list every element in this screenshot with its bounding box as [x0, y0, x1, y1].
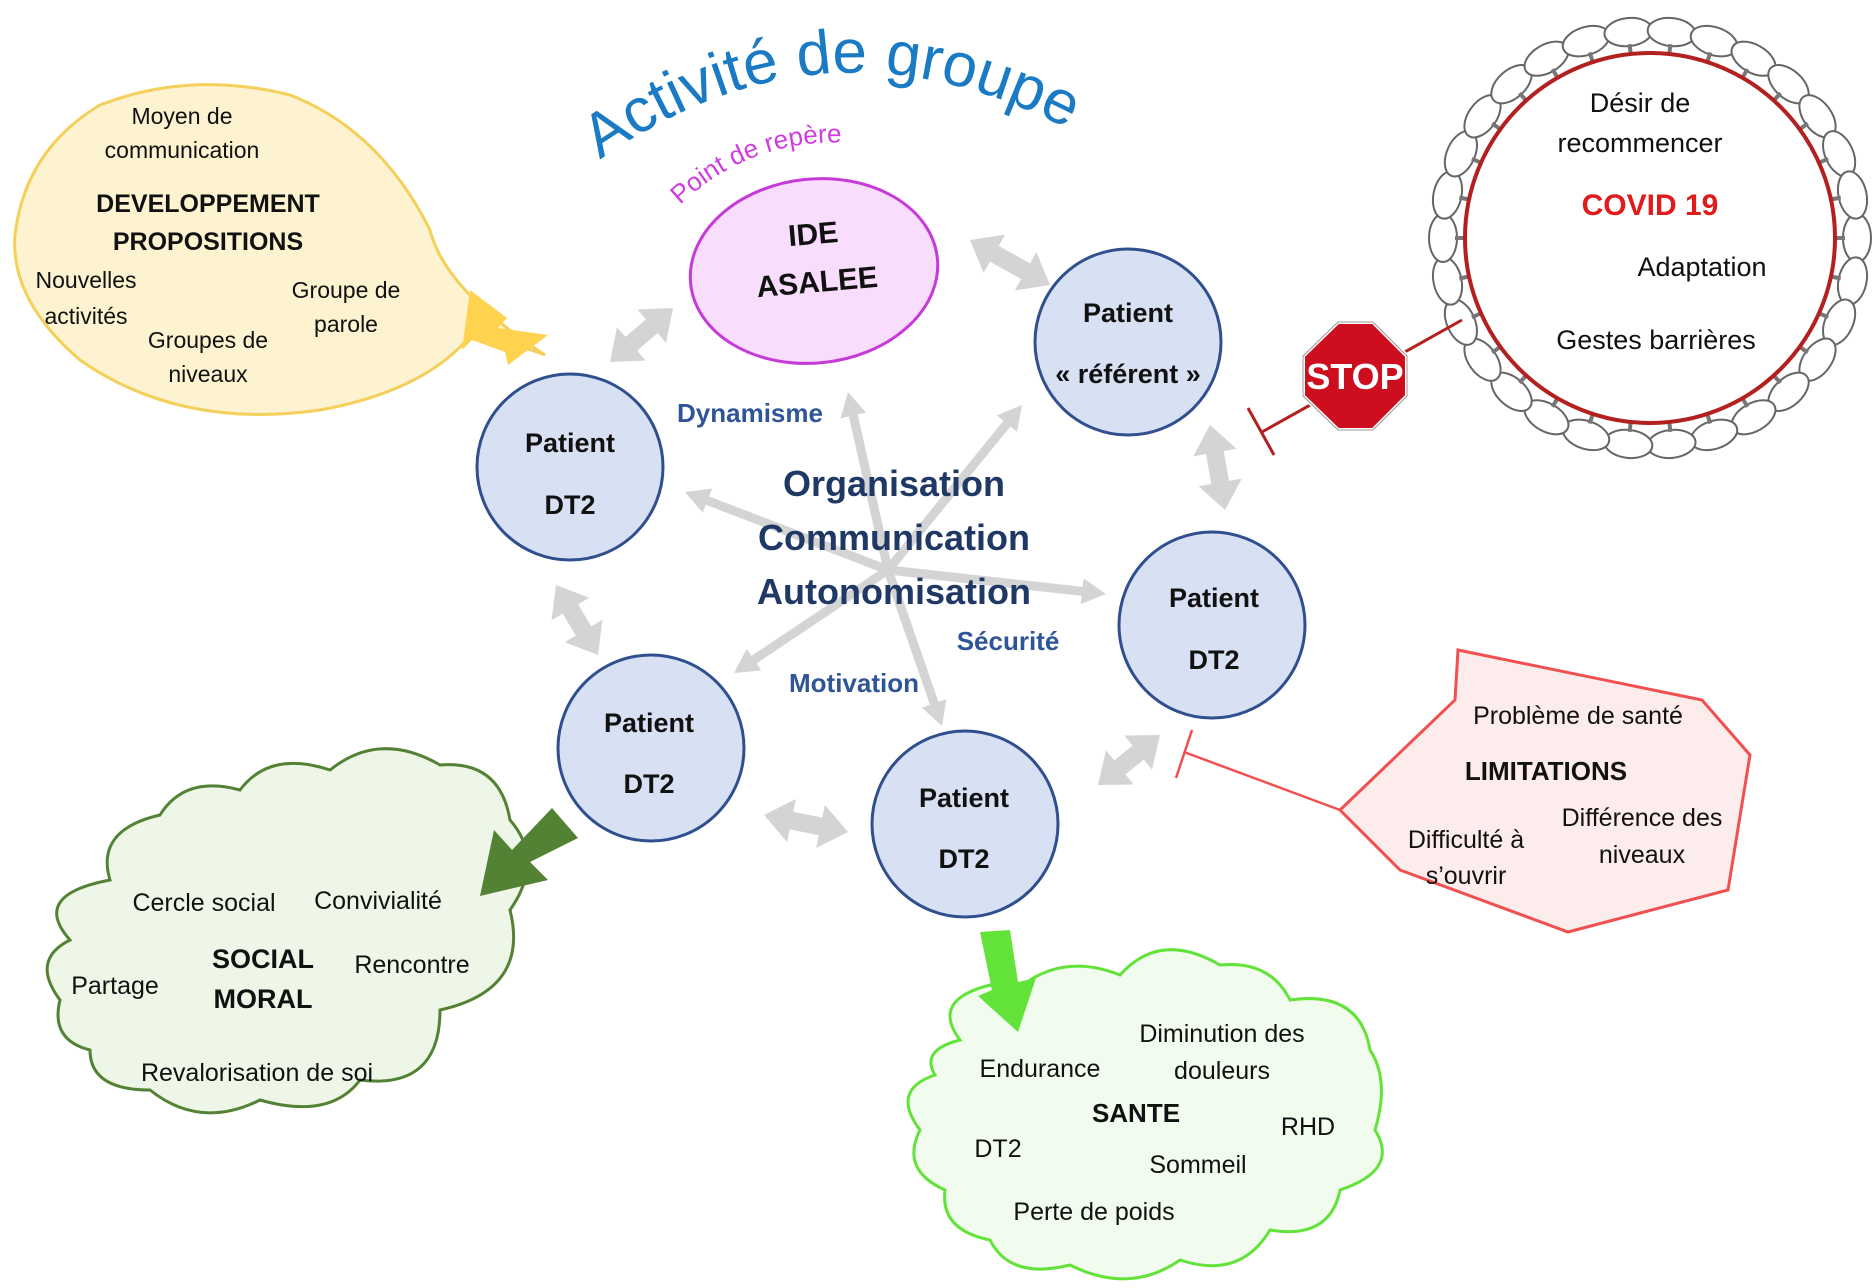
virus-spike [1431, 170, 1464, 220]
virus-spike [1646, 16, 1697, 48]
sante-cloud: Endurance Diminution des douleurs SANTE … [906, 930, 1384, 1281]
patient-node-bottom: Patient DT2 [870, 729, 1060, 919]
virus-spike [1646, 428, 1697, 460]
star-arrow-bottom [883, 568, 947, 726]
limitations-item-difficulte: Difficulté à [1408, 826, 1524, 854]
social-heading: SOCIAL [212, 944, 314, 974]
social-item-revalorisation: Revalorisation de soi [141, 1059, 373, 1087]
social-item-partage: Partage [71, 972, 159, 1000]
virus-spike [1836, 256, 1869, 306]
covid-item-desir: Désir de [1590, 88, 1691, 118]
limitations-heading: LIMITATIONS [1465, 756, 1627, 786]
star-arrow-bottomleft [734, 566, 891, 673]
patient-node-left: Patient DT2 [475, 372, 665, 562]
virus-spike [1836, 170, 1869, 220]
patient-right-line1: Patient [1169, 583, 1259, 613]
sante-heading: SANTE [1092, 1098, 1180, 1128]
patient-node-referent: Patient « référent » [1033, 247, 1223, 437]
center-radiating-arrows [685, 392, 1106, 726]
ide-asalee-node: IDE ASALEE [688, 177, 940, 365]
covid-item-adaptation: Adaptation [1637, 252, 1766, 282]
covid-item-gestes: Gestes barrières [1556, 325, 1756, 355]
development-item-nouvelles: Nouvelles [36, 267, 137, 293]
limitations-bubble: Problème de santé LIMITATIONS Difficulté… [1174, 648, 1752, 934]
keyword-dynamisme: Dynamisme [677, 398, 823, 428]
limitations-item-difficulte-2: s’ouvrir [1426, 862, 1507, 890]
development-heading-2: PROPOSITIONS [113, 228, 303, 256]
virus-spike [1842, 213, 1872, 263]
social-cloud: Cercle social Convivialité SOCIAL MORAL … [45, 747, 578, 1115]
keyword-motivation: Motivation [789, 668, 919, 698]
patient-node-right: Patient DT2 [1117, 530, 1307, 720]
patient-node-bottom-left: Patient DT2 [556, 653, 746, 843]
patient-bottom-line2: DT2 [938, 844, 989, 874]
social-item-rencontre: Rencontre [354, 951, 469, 979]
development-item-groupes-2: niveaux [168, 361, 248, 387]
center-communication: Communication [758, 517, 1030, 558]
social-heading-2: MORAL [214, 984, 313, 1014]
development-item-moyen-2: communication [105, 137, 260, 163]
patient-referent-line1: Patient [1083, 298, 1173, 328]
virus-spike [1603, 16, 1654, 48]
development-arrow [462, 290, 548, 365]
social-arrow [480, 808, 578, 896]
virus-spike [1428, 213, 1458, 263]
patient-bottom-left-line2: DT2 [623, 769, 674, 799]
virus-spike [1431, 256, 1464, 306]
patient-right-line2: DT2 [1188, 645, 1239, 675]
patient-bottom-left-line1: Patient [604, 708, 694, 738]
ide-asalee-line1: IDE [787, 216, 840, 253]
covid-inhibitor: STOP [1246, 318, 1463, 456]
limitations-item-difference: Différence des [1562, 804, 1723, 832]
node-connector-arrows [551, 234, 1242, 848]
covid-bubble: Désir de recommencer COVID 19 Adaptation… [1428, 16, 1872, 460]
covid-heading: COVID 19 [1582, 189, 1719, 222]
virus-spike [1603, 428, 1654, 460]
social-item-convivialite: Convivialité [314, 887, 442, 915]
star-arrow-ide [840, 392, 893, 571]
limitations-item-difference-2: niveaux [1599, 841, 1686, 869]
keyword-securite: Sécurité [957, 626, 1060, 656]
development-bubble: Moyen de communication DEVELOPPEMENT PRO… [13, 83, 548, 416]
center-autonomisation: Autonomisation [757, 571, 1031, 612]
patient-bottom-line1: Patient [919, 783, 1009, 813]
sante-item-diminution: Diminution des [1139, 1020, 1304, 1048]
star-arrow-referent [884, 405, 1022, 573]
patient-left-line1: Patient [525, 428, 615, 458]
arrow-ide-referent [970, 234, 1050, 291]
center-organisation: Organisation [783, 463, 1005, 504]
development-item-groupes: Groupes de [148, 327, 268, 353]
social-item-cercle: Cercle social [132, 889, 275, 917]
arrow-right-bottom [1098, 735, 1160, 785]
sante-item-diminution-2: douleurs [1174, 1057, 1270, 1085]
patient-left-line2: DT2 [544, 490, 595, 520]
sante-item-rhd: RHD [1281, 1113, 1335, 1141]
stop-sign-label: STOP [1306, 356, 1403, 397]
covid-item-desir-2: recommencer [1557, 128, 1722, 158]
development-item-parole-2: parole [314, 311, 378, 337]
development-item-parole: Groupe de [292, 277, 401, 303]
arrow-ide-left [610, 308, 673, 362]
patient-referent-line2: « référent » [1055, 359, 1201, 389]
development-item-nouvelles-2: activités [44, 303, 127, 329]
development-heading: DEVELOPPEMENT [96, 190, 320, 218]
arrow-bottomleft-bottom [764, 799, 848, 848]
sante-arrow [978, 930, 1036, 1032]
development-item-moyen: Moyen de [131, 103, 232, 129]
sante-item-endurance: Endurance [980, 1055, 1101, 1083]
arrow-referent-right [1193, 425, 1242, 510]
limitations-item-probleme: Problème de santé [1473, 702, 1683, 730]
sante-item-perte: Perte de poids [1013, 1198, 1174, 1226]
sante-item-sommeil: Sommeil [1149, 1151, 1246, 1179]
star-arrow-right [887, 565, 1106, 605]
sante-item-dt2: DT2 [974, 1135, 1021, 1163]
arrow-left-bottomleft [551, 585, 603, 655]
star-arrow-left [685, 488, 890, 575]
